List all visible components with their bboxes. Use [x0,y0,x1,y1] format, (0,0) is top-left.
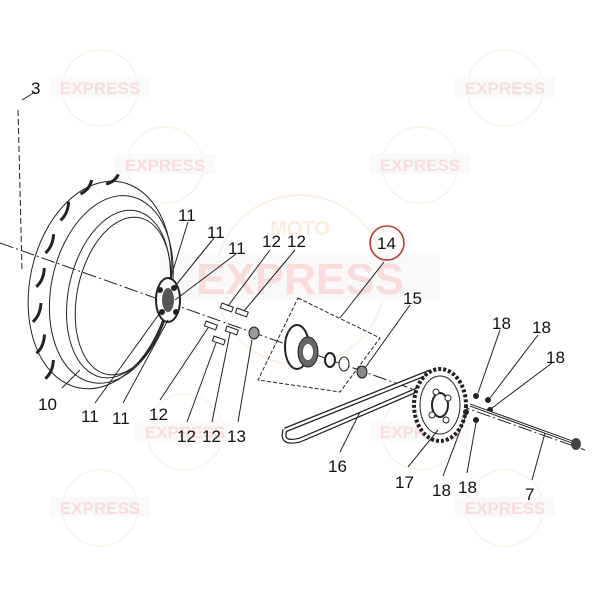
svg-text:EXPRESS: EXPRESS [465,499,545,518]
callout-label: 16 [328,457,347,476]
callout-label: 11 [112,409,130,428]
assembly-14-outline [257,297,381,393]
callout-label-highlighted: 14 [377,234,396,253]
svg-text:EXPRESS: EXPRESS [125,156,205,175]
highlight-circle [369,225,405,261]
watermark-logo: EXPRESS [50,49,150,127]
leader-lines [17,91,553,481]
svg-text:EXPRESS: EXPRESS [145,423,225,442]
watermark-logo: EXPRESS [455,49,555,127]
watermark-logo: EXPRESS [135,393,235,471]
callout-label: 11 [228,239,246,258]
callout-label: 12 [202,427,221,446]
callout-label: 12 [149,405,168,424]
sprocket-hub [284,324,368,379]
callout-label: 11 [178,206,196,225]
callout-label: 18 [458,478,477,497]
callout-label: 18 [432,481,451,500]
callout-labels: 3 11 11 11 12 12 14 15 18 18 18 10 11 11… [31,79,565,504]
callout-label: 17 [395,473,414,492]
callout-label: 12 [287,232,306,251]
callout-label: 18 [546,348,565,367]
brake-disc-hub [155,277,181,323]
svg-text:EXPRESS: EXPRESS [60,79,140,98]
svg-text:EXPRESS: EXPRESS [60,499,140,518]
callout-label: 3 [31,79,40,98]
callout-label: 18 [492,314,511,333]
callout-label: 11 [207,223,225,242]
callout-label: 13 [227,427,246,446]
watermark-logo: EXPRESS [370,126,470,204]
svg-text:EXPRESS: EXPRESS [380,156,460,175]
callout-label: 12 [262,232,281,251]
rear-sprocket [412,367,468,443]
bolts [203,302,260,346]
callout-label: 18 [532,318,551,337]
watermark-logo: EXPRESS [455,469,555,547]
watermark-logo: EXPRESS [115,126,215,204]
drive-chain [281,369,446,444]
callout-label: 7 [525,485,534,504]
watermark-logo-large: MOTO EXPRESS [160,194,440,366]
watermark-logos: EXPRESS EXPRESS EXPRESS EXPRESS MOTO EXP… [50,49,555,547]
svg-text:EXPRESS: EXPRESS [196,255,404,304]
callout-label: 10 [38,395,57,414]
callout-label: 11 [81,407,99,426]
callout-label: 15 [403,289,422,308]
svg-text:EXPRESS: EXPRESS [465,79,545,98]
svg-text:MOTO: MOTO [270,218,330,240]
watermark-logo: EXPRESS [50,469,150,547]
rear-axle [469,403,581,450]
callout-label: 12 [177,427,196,446]
